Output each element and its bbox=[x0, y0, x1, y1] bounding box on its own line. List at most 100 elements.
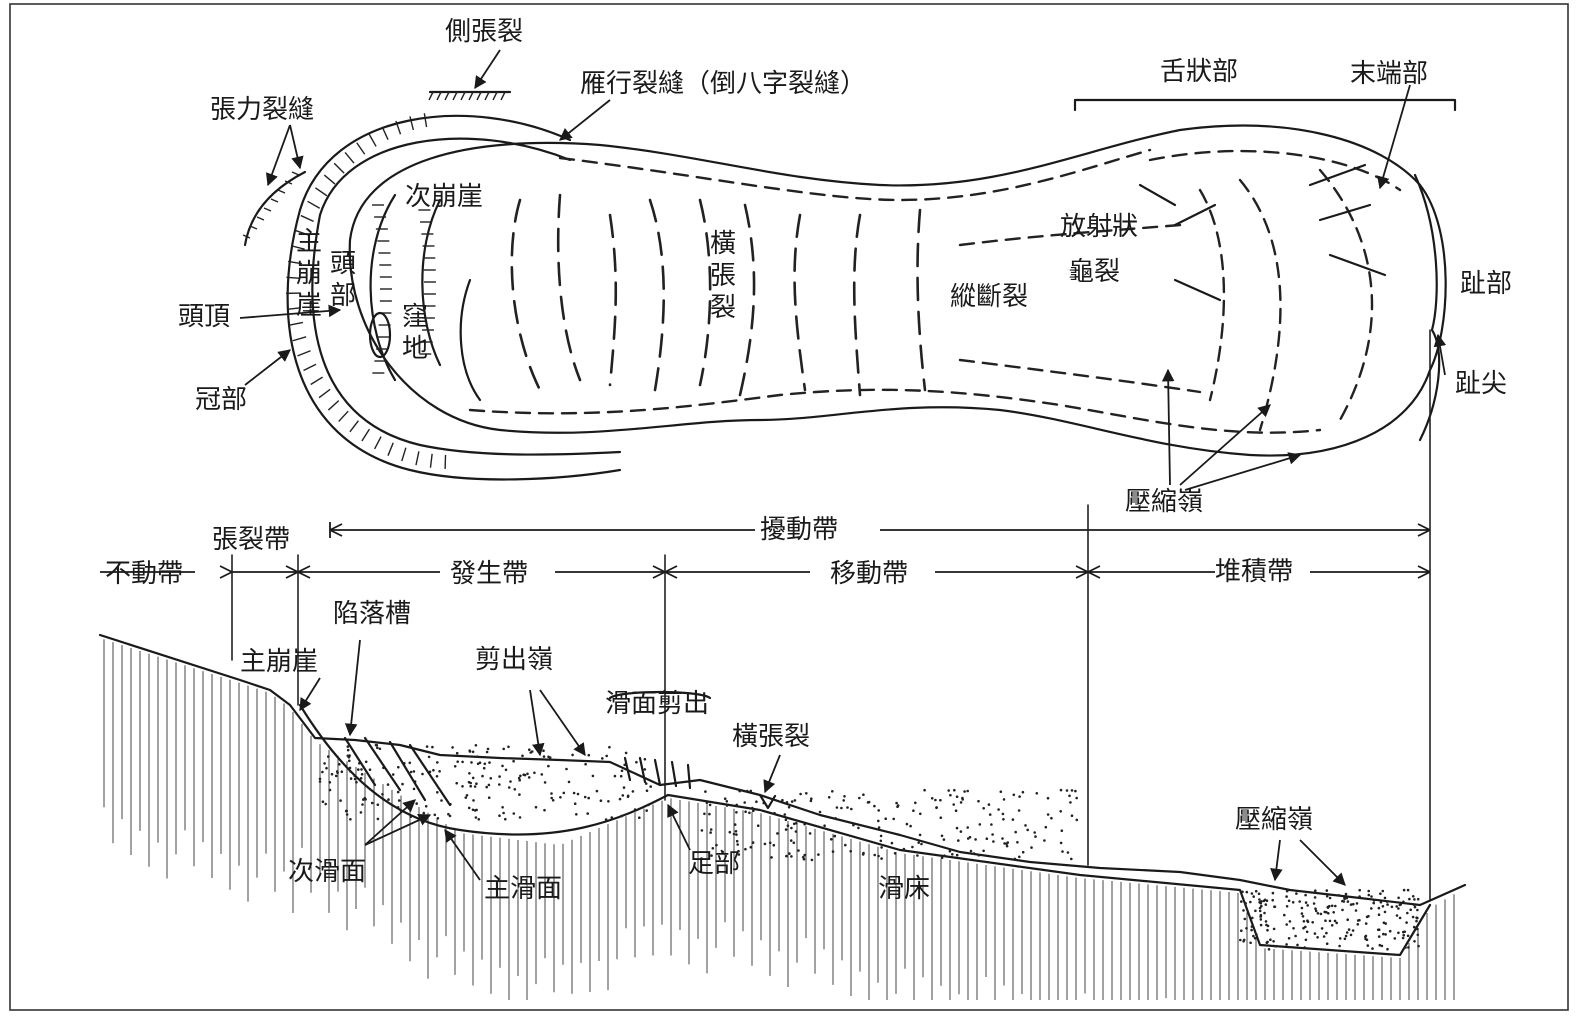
stipple-dot bbox=[1061, 850, 1064, 853]
stipple-dot bbox=[550, 792, 553, 795]
stipple-dot bbox=[1252, 935, 1255, 938]
label-tension-cracks: 張力裂縫 bbox=[210, 95, 314, 125]
stipple-dot bbox=[646, 789, 649, 792]
stipple-dot bbox=[751, 807, 754, 810]
stipple-dot bbox=[1352, 903, 1355, 906]
stipple-dot bbox=[470, 761, 473, 764]
stipple-dot bbox=[559, 796, 562, 799]
stipple-dot bbox=[587, 797, 590, 800]
stipple-dot bbox=[1076, 819, 1079, 822]
stipple-dot bbox=[543, 755, 546, 758]
stipple-dot bbox=[336, 770, 339, 773]
stipple-dot bbox=[1286, 905, 1289, 908]
stipple-dot bbox=[715, 844, 718, 847]
hatch-tick bbox=[445, 92, 449, 100]
stipple-dot bbox=[1272, 940, 1275, 943]
stipple-dot bbox=[1370, 907, 1373, 910]
stipple-dot bbox=[644, 758, 647, 761]
stipple-dot bbox=[986, 837, 989, 840]
stipple-dot bbox=[533, 772, 536, 775]
stipple-dot bbox=[752, 810, 755, 813]
stipple-dot bbox=[1323, 911, 1326, 914]
stipple-dot bbox=[858, 797, 861, 800]
stipple-dot bbox=[831, 790, 834, 793]
stipple-dot bbox=[709, 804, 712, 807]
stipple-dot bbox=[498, 783, 501, 786]
stipple-dot bbox=[970, 850, 973, 853]
label-main-slip: 主滑面 bbox=[484, 874, 562, 904]
stipple-dot bbox=[1245, 927, 1248, 930]
stipple-dot bbox=[1356, 902, 1359, 905]
stipple-dot bbox=[982, 807, 985, 810]
stipple-dot bbox=[529, 751, 532, 754]
stipple-dot bbox=[773, 844, 776, 847]
label-en-echelon: 雁行裂縫（倒八字裂縫） bbox=[580, 69, 866, 99]
stipple-dot bbox=[481, 775, 484, 778]
stipple-dot bbox=[437, 817, 440, 820]
stipple-dot bbox=[1304, 894, 1307, 897]
hatch-tick bbox=[382, 127, 388, 140]
stipple-dot bbox=[897, 804, 900, 807]
stipple-dot bbox=[786, 801, 789, 804]
stipple-dot bbox=[973, 852, 976, 855]
stipple-dot bbox=[1260, 918, 1263, 921]
stipple-dot bbox=[410, 771, 413, 774]
stipple-dot bbox=[819, 811, 822, 814]
stipple-dot bbox=[576, 749, 579, 752]
stipple-dot bbox=[592, 775, 595, 778]
stipple-dot bbox=[323, 762, 326, 765]
stipple-dot bbox=[990, 823, 993, 826]
stipple-dot bbox=[793, 823, 796, 826]
stipple-dot bbox=[1273, 905, 1276, 908]
stipple-dot bbox=[401, 783, 404, 786]
stipple-dot bbox=[371, 802, 374, 805]
stipple-dot bbox=[488, 796, 491, 799]
stipple-dot bbox=[1415, 920, 1418, 923]
stipple-dot bbox=[1316, 936, 1319, 939]
stipple-dot bbox=[960, 801, 963, 804]
label-transverse-3: 裂 bbox=[710, 293, 736, 323]
label-deposit-zone: 堆積帶 bbox=[1215, 557, 1293, 587]
stipple-dot bbox=[1302, 915, 1305, 918]
hatch-tick bbox=[402, 448, 406, 461]
stipple-dot bbox=[1018, 856, 1021, 859]
stipple-dot bbox=[1386, 903, 1389, 906]
stipple-dot bbox=[880, 840, 883, 843]
stipple-dot bbox=[916, 854, 919, 857]
stipple-dot bbox=[577, 793, 580, 796]
stipple-dot bbox=[1395, 905, 1398, 908]
stipple-dot bbox=[943, 854, 946, 857]
label-longitudinal: 縱斷裂 bbox=[950, 282, 1028, 312]
label-shear-ridge: 剪出嶺 bbox=[475, 645, 553, 675]
stipple-dot bbox=[1383, 921, 1386, 924]
stipple-dot bbox=[1334, 920, 1337, 923]
stipple-dot bbox=[397, 791, 400, 794]
stipple-dot bbox=[1292, 927, 1295, 930]
stipple-dot bbox=[1258, 893, 1261, 896]
stipple-dot bbox=[1306, 904, 1309, 907]
stipple-dot bbox=[456, 752, 459, 755]
stipple-dot bbox=[785, 855, 788, 858]
stipple-dot bbox=[1327, 912, 1330, 915]
stipple-dot bbox=[472, 777, 475, 780]
hatch-tick bbox=[375, 437, 381, 449]
stipple-dot bbox=[1014, 831, 1017, 834]
stipple-dot bbox=[349, 767, 352, 770]
stipple-dot bbox=[1060, 842, 1063, 845]
stipple-dot bbox=[346, 813, 349, 816]
stipple-dot bbox=[947, 789, 950, 792]
stipple-dot bbox=[488, 761, 491, 764]
stipple-dot bbox=[322, 800, 325, 803]
stipple-dot bbox=[1059, 810, 1062, 813]
stipple-dot bbox=[600, 799, 603, 802]
stipple-dot bbox=[884, 817, 887, 820]
hatch-tick bbox=[257, 217, 264, 220]
stipple-dot bbox=[1251, 892, 1254, 895]
lateral-crack-hatching bbox=[429, 92, 505, 100]
stipple-dot bbox=[622, 794, 625, 797]
stipple-dot bbox=[644, 768, 647, 771]
stipple-dot bbox=[1358, 919, 1361, 922]
hatch-tick bbox=[339, 411, 349, 421]
stipple-dot bbox=[1036, 792, 1039, 795]
stipple-dot bbox=[931, 797, 934, 800]
